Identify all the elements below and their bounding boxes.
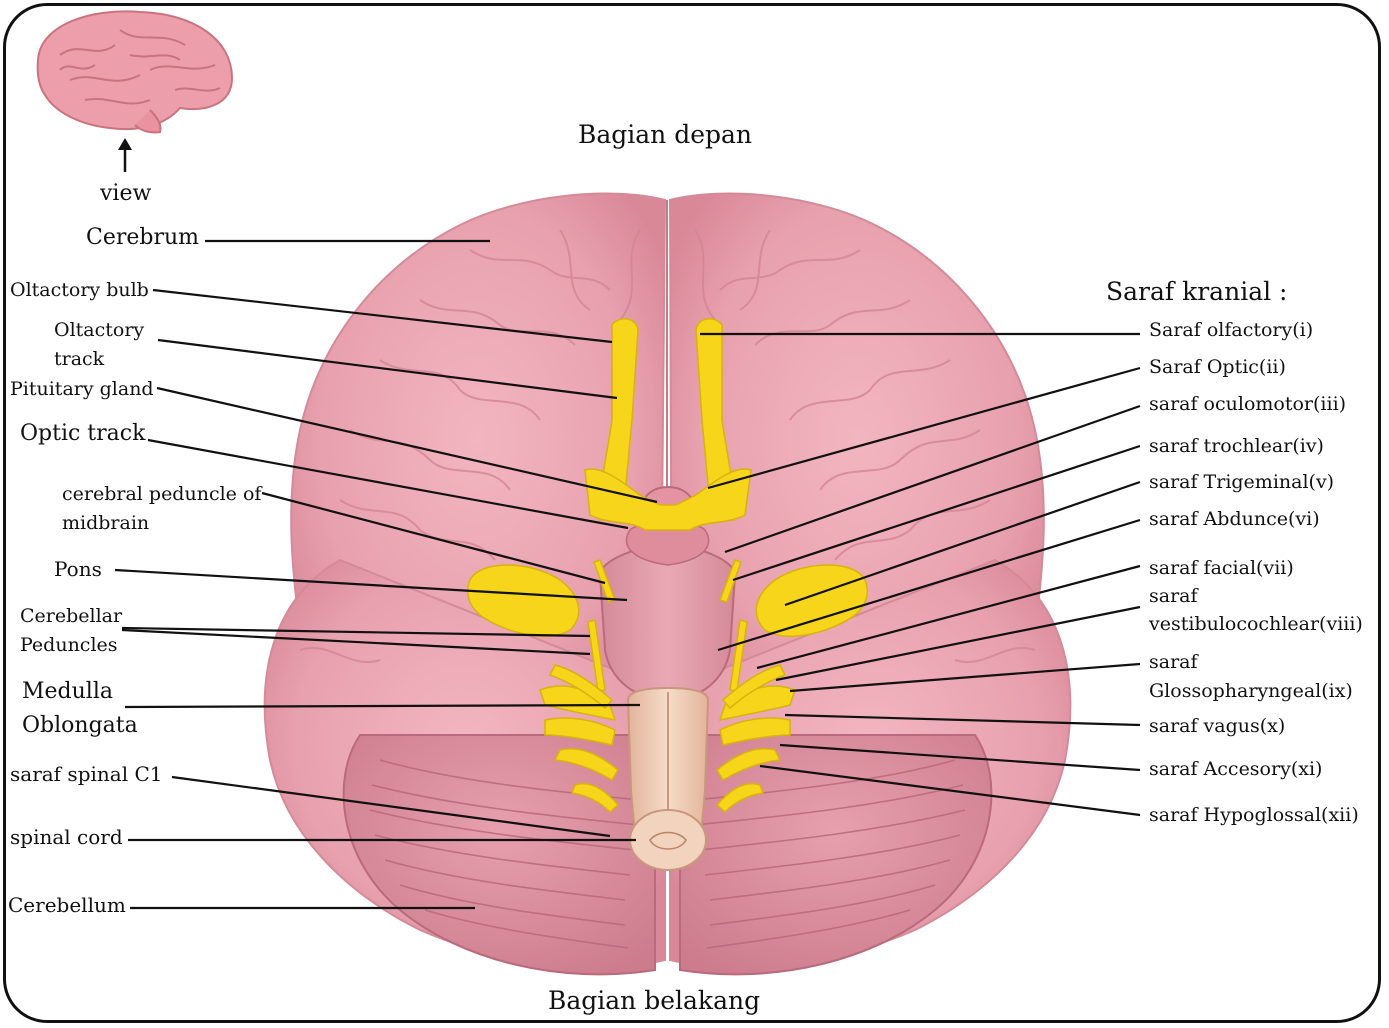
label-cerebellum: Cerebellum	[8, 893, 126, 917]
label-glossopharyngeal-1: saraf	[1149, 651, 1198, 673]
label-facial-nerve: saraf facial(vii)	[1149, 557, 1294, 579]
thumbnail-brain-icon	[36, 10, 234, 134]
label-trigeminal-nerve: saraf Trigeminal(v)	[1149, 471, 1335, 493]
label-glossopharyngeal-2: Glossopharyngeal(ix)	[1149, 680, 1353, 702]
brainstem-shape	[598, 486, 737, 702]
label-cerebellar-peduncles-2: Peduncles	[20, 634, 118, 656]
label-optic-nerve: Saraf Optic(ii)	[1149, 356, 1286, 378]
cerebellum-shape	[342, 734, 993, 976]
label-vagus-nerve: saraf vagus(x)	[1149, 715, 1286, 737]
label-olfactory-nerve: Saraf olfactory(i)	[1149, 319, 1314, 341]
label-abducens-nerve: saraf Abdunce(vi)	[1149, 508, 1320, 530]
label-medulla-2: Oblongata	[22, 713, 138, 738]
top-caption: Bagian depan	[578, 120, 753, 149]
label-medulla-1: Medulla	[22, 679, 113, 704]
label-cerebral-peduncle-1: cerebral peduncle of	[62, 483, 262, 505]
label-hypoglossal-nerve: saraf Hypoglossal(xii)	[1149, 804, 1359, 826]
view-arrow-icon	[118, 138, 132, 172]
cranial-nerves	[467, 318, 868, 814]
label-spinal-cord: spinal cord	[10, 825, 123, 849]
label-trochlear-nerve: saraf trochlear(iv)	[1149, 435, 1324, 457]
spinal-cord-shape	[626, 686, 710, 871]
label-cerebral-peduncle-2: midbrain	[62, 512, 150, 534]
label-accessory-nerve: saraf Accesory(xi)	[1149, 758, 1323, 780]
label-olfactory-bulb: Oltactory bulb	[10, 279, 149, 301]
label-cerebellar-peduncles-1: Cerebellar	[20, 605, 123, 627]
label-pons: Pons	[54, 557, 102, 581]
left-leader-lines	[114, 239, 658, 910]
label-olfactory-track-1: Oltactory	[54, 319, 145, 341]
diagram-frame	[3, 3, 1381, 1023]
label-vestibulocochlear-2: vestibulocochlear(viii)	[1149, 613, 1363, 635]
label-vestibulocochlear-1: saraf	[1149, 585, 1198, 607]
label-pituitary-gland: Pituitary gland	[10, 378, 154, 400]
view-label: view	[100, 181, 152, 206]
bottom-caption: Bagian belakang	[548, 986, 761, 1015]
label-oculomotor-nerve: saraf oculomotor(iii)	[1149, 393, 1347, 415]
label-cerebrum: Cerebrum	[86, 225, 200, 250]
right-leader-lines	[700, 332, 1141, 817]
label-olfactory-track-2: track	[54, 348, 105, 370]
label-optic-track: Optic track	[20, 421, 146, 446]
cranial-nerves-heading: Saraf kranial :	[1106, 277, 1288, 306]
label-spinal-c1: saraf spinal C1	[10, 762, 163, 786]
